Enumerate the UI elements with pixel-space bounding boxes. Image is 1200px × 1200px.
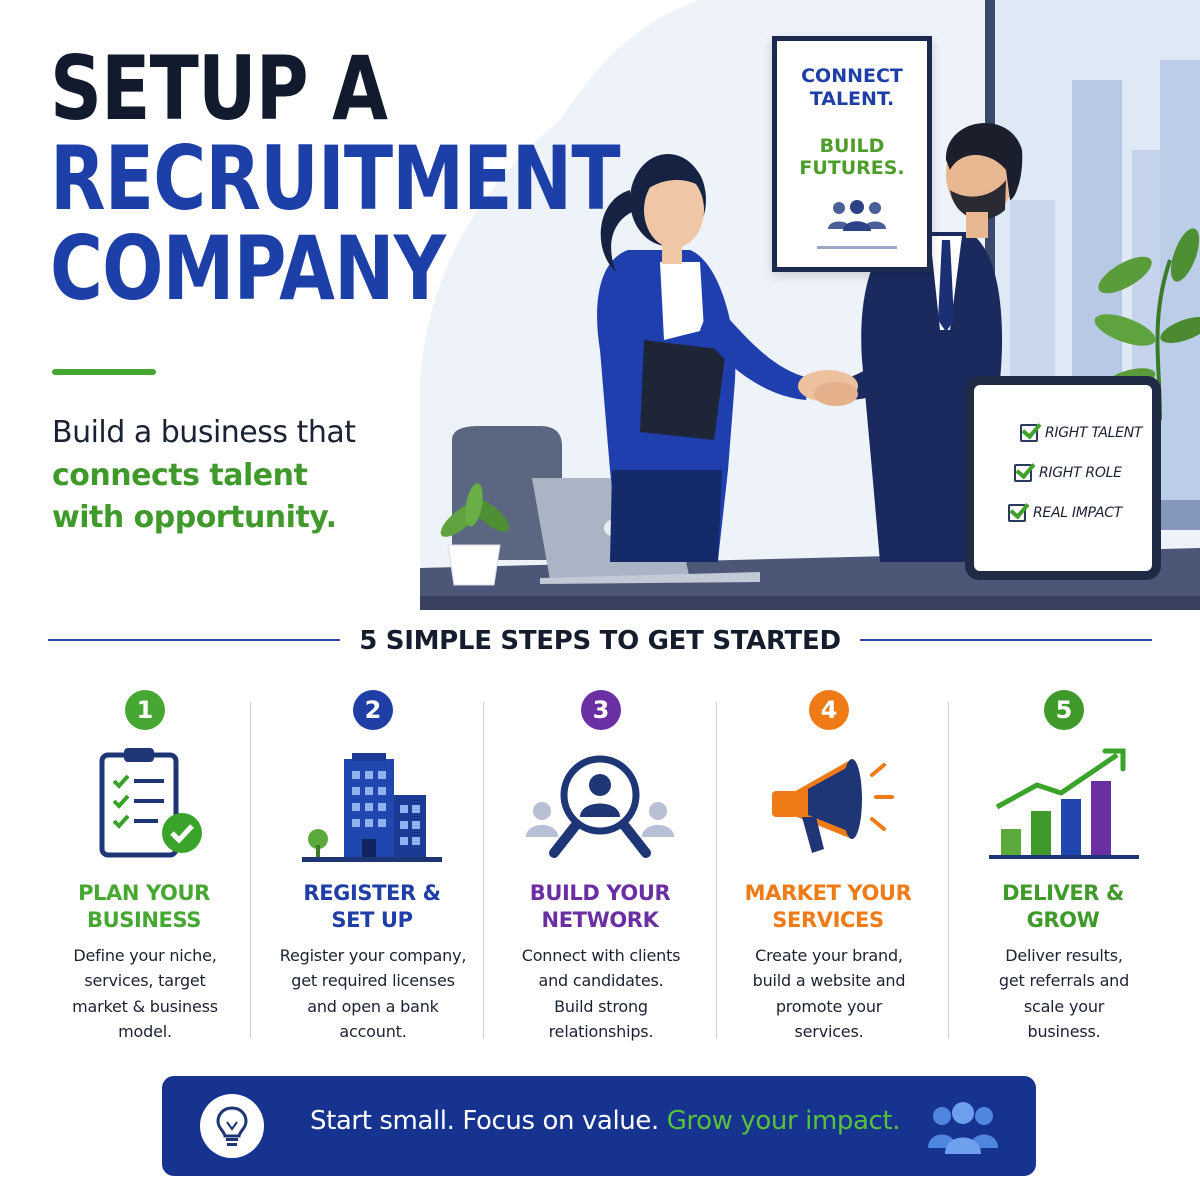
title-underline — [52, 369, 156, 375]
title-line-1: SETUP A — [50, 37, 388, 140]
steps-heading: 5 SIMPLE STEPS TO GET STARTED — [359, 626, 841, 656]
step-title: PLAN YOUR BUSINESS — [78, 881, 210, 933]
step-description: Define your niche, services, target mark… — [72, 946, 218, 1041]
step-number-badge: 3 — [581, 690, 621, 730]
step-number-badge: 1 — [125, 690, 165, 730]
footer-message: Start small. Focus on value. Grow your i… — [310, 1106, 900, 1136]
checklist-item: RIGHT ROLE — [1014, 453, 1152, 493]
tagline-line-3: with opportunity. — [52, 500, 337, 536]
lightbulb-badge — [200, 1094, 264, 1158]
header-rule-left — [48, 639, 340, 641]
tablet-screen: RIGHT TALENT RIGHT ROLE REAL IMPACT — [974, 385, 1152, 571]
step-number-badge: 2 — [353, 690, 393, 730]
step-title: DELIVER & GROW — [1002, 881, 1124, 933]
megaphone-icon — [772, 759, 894, 853]
lightbulb-icon — [216, 1106, 248, 1146]
checklist-item-label: RIGHT ROLE — [1039, 465, 1122, 481]
footer-banner: Start small. Focus on value. Grow your i… — [162, 1076, 1036, 1176]
people-group-icon — [928, 1102, 998, 1154]
step-build-network: 3 BUILD YOUR NETWORK Connect with client… — [484, 690, 716, 1060]
tagline: Build a business that connects talent wi… — [52, 412, 412, 540]
network-search-icon — [526, 755, 674, 858]
step-title: REGISTER & SET UP — [303, 881, 441, 933]
checklist-item-label: REAL IMPACT — [1033, 505, 1122, 521]
step-divider — [483, 702, 484, 1038]
checklist-item: REAL IMPACT — [1008, 493, 1152, 533]
poster-rule — [817, 246, 897, 249]
step-description: Connect with clients and candidates. Bui… — [521, 946, 681, 1041]
header-rule-right — [860, 639, 1152, 641]
building-icon — [302, 753, 442, 862]
hero-section: SETUP A RECRUITMENT COMPANY Build a busi… — [0, 0, 1200, 610]
step-divider — [716, 702, 717, 1038]
step-deliver-grow: 5 DELIVER & GROW Deliver results, get re… — [947, 690, 1179, 1060]
step-title: BUILD YOUR NETWORK — [529, 881, 671, 933]
step-description: Deliver results, get referrals and scale… — [998, 946, 1130, 1041]
tagline-line-2: connects talent — [52, 457, 308, 493]
footer-message-green: Grow your impact. — [666, 1106, 901, 1136]
step-description: Create your brand, build a website and p… — [752, 946, 906, 1041]
office-handshake-illustration — [420, 0, 1200, 610]
step-plan-business: 1 PLAN YOUR BUSINESS Define your niche, … — [28, 690, 260, 1060]
checklist-item: RIGHT TALENT — [1020, 413, 1152, 453]
step-market-services: 4 MARKET YOUR SERVICES Create your brand… — [712, 690, 944, 1060]
checkbox-checked-icon — [1020, 424, 1038, 442]
growth-chart-icon — [989, 748, 1139, 859]
footer-message-white: Start small. Focus on value. — [310, 1106, 667, 1136]
page-title: SETUP A RECRUITMENT COMPANY — [50, 37, 621, 320]
step-divider — [948, 702, 949, 1038]
title-line-2: RECRUITMENT — [50, 126, 621, 230]
title-line-3: COMPANY — [50, 216, 446, 320]
step-register-setup: 2 REGISTER & SET UP Register your compan… — [256, 690, 488, 1060]
tagline-line-1: Build a business that — [52, 415, 356, 450]
team-icon — [828, 200, 886, 231]
tablet-checklist: RIGHT TALENT RIGHT ROLE REAL IMPACT — [965, 376, 1161, 580]
poster-line-1: CONNECT TALENT. — [801, 65, 903, 110]
wall-poster: CONNECT TALENT. BUILD FUTURES. — [772, 36, 932, 272]
step-title: MARKET YOUR SERVICES — [744, 881, 912, 933]
checklist-icon — [99, 748, 202, 858]
steps-header: 5 SIMPLE STEPS TO GET STARTED — [48, 622, 1152, 662]
step-number-badge: 5 — [1044, 690, 1084, 730]
step-number-badge: 4 — [809, 690, 849, 730]
step-divider — [250, 702, 251, 1038]
checkbox-checked-icon — [1014, 464, 1032, 482]
poster-line-2: BUILD FUTURES. — [799, 134, 905, 180]
checkbox-checked-icon — [1008, 504, 1026, 522]
step-description: Register your company, get required lice… — [279, 946, 467, 1041]
checklist-item-label: RIGHT TALENT — [1045, 425, 1143, 441]
